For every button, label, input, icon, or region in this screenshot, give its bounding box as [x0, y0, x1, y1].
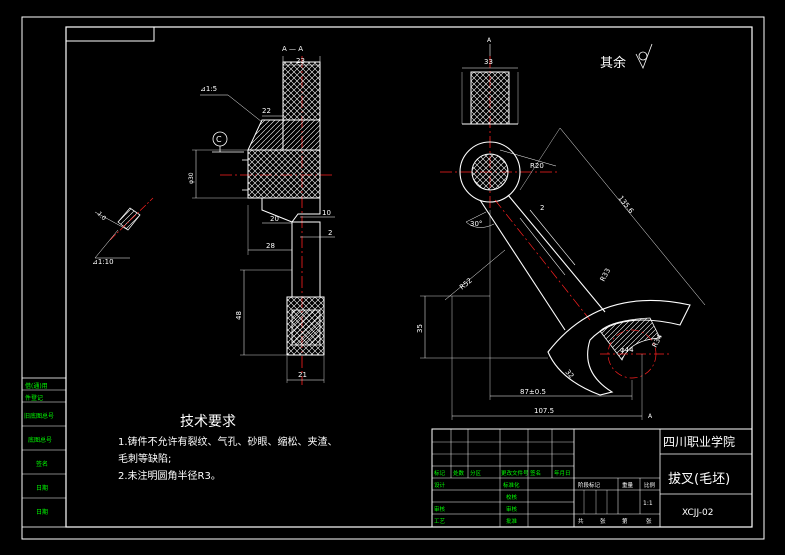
dim-r52: R52 [458, 277, 474, 292]
dim-web-step: 22 [262, 107, 271, 115]
section-mark-bottom: A [648, 413, 653, 420]
detail-draft: ⊿1:10 [92, 258, 114, 266]
tb-design: 设计 [434, 481, 446, 489]
inner-frame [65, 26, 753, 528]
dim-offset-2: 2 [328, 229, 332, 237]
side-item: 日期 [36, 484, 48, 492]
tb-zone: 分区 [470, 469, 482, 477]
tb-mark: 标记 [434, 469, 446, 477]
detail-view: 1.0 ⊿1:10 [92, 197, 154, 266]
tb-scale: 1:1 [643, 500, 653, 507]
tb-standardize: 标准化 [503, 481, 520, 489]
tb-sheet-3: 第 [622, 517, 628, 525]
tb-weight: 重量 [622, 481, 634, 489]
tb-sheet-2: 张 [600, 517, 606, 525]
section-label: A — A [282, 45, 303, 53]
dim-top-width: 23 [296, 57, 305, 65]
dim-35: 35 [416, 324, 424, 333]
dim-bottom-21: 21 [298, 371, 307, 379]
tb-date: 年月日 [554, 469, 571, 477]
side-item: 件登记 [25, 394, 43, 402]
top-left-code-box [65, 26, 155, 42]
dim-2: 2 [540, 204, 544, 212]
tb-sign: 签名 [530, 469, 541, 477]
side-item: 签名 [36, 460, 48, 468]
datum-label: C [216, 135, 222, 144]
dim-r20: R20 [530, 162, 544, 170]
dim-base-28: 28 [266, 242, 275, 250]
tech-line-3: 2.未注明圆角半径R3。 [118, 469, 221, 482]
dim-r33: R33 [599, 267, 613, 283]
tech-line-1: 1.铸件不允许有裂纹、气孔、砂眼、缩松、夹渣、 [118, 435, 338, 448]
dim-107: 107.5 [534, 407, 554, 415]
side-item: 旧底图总号 [24, 412, 54, 420]
dim-angle-30: 30° [470, 220, 482, 228]
tb-stage: 阶段标记 [578, 481, 601, 489]
dim-flange: 20 [270, 215, 279, 223]
surface-note-text: 其余 [600, 55, 626, 71]
title-block: 四川职业学院 拔叉(毛坯) XCJJ-02 标记 处数 分区 更改文件号 签名 … [431, 428, 753, 528]
dim-dia-44: φ44 [620, 346, 634, 354]
side-item: 日期 [36, 508, 48, 516]
tb-check: 审核 [434, 505, 446, 513]
tb-change: 更改文件号 [501, 469, 529, 477]
side-column: 借(通)用 件登记 旧底图总号 底图总号 签名 日期 日期 [21, 377, 67, 528]
tech-line-2: 毛刺等缺陷; [118, 452, 171, 465]
dim-offset-10: 10 [322, 209, 331, 217]
dim-bore: φ30 [188, 172, 195, 184]
tb-approve-2: 审核 [506, 505, 518, 513]
dim-draft-top: ⊿1:5 [200, 85, 217, 93]
detail-dim-1: 1.0 [96, 210, 108, 222]
tb-count: 处数 [453, 469, 465, 477]
section-mark-top: A [487, 37, 492, 44]
dim-32: 32 [563, 368, 575, 380]
dim-top-33: 33 [484, 58, 493, 66]
tb-process: 工艺 [434, 518, 446, 525]
side-item: 借(通)用 [25, 382, 48, 390]
section-view: A — A 23 22 ⊿1:5 φ30 [188, 45, 335, 385]
dim-length-135: 135.6 [616, 194, 635, 215]
dim-height-48: 48 [235, 311, 243, 320]
main-view: A A 33 R20 30° 2 135 [416, 37, 706, 420]
drawing-number: XCJJ-02 [682, 508, 713, 518]
side-item: 底图总号 [28, 436, 52, 444]
tb-approve: 批准 [506, 517, 518, 525]
tech-title: 技术要求 [180, 414, 236, 430]
school-name: 四川职业学院 [663, 434, 735, 449]
tb-audit: 校核 [506, 493, 518, 501]
surface-note: 其余 [600, 43, 653, 71]
tb-sheet-1: 共 [578, 517, 584, 525]
outer-frame [21, 16, 765, 540]
dim-87: 87±0.5 [520, 388, 546, 396]
tb-sheet-4: 张 [646, 517, 652, 525]
tech-requirements: 技术要求 1.铸件不允许有裂纹、气孔、砂眼、缩松、夹渣、 毛刺等缺陷; 2.未注… [118, 414, 338, 482]
part-name: 拔叉(毛坯) [668, 472, 730, 487]
tb-scale-label: 比例 [644, 481, 656, 489]
